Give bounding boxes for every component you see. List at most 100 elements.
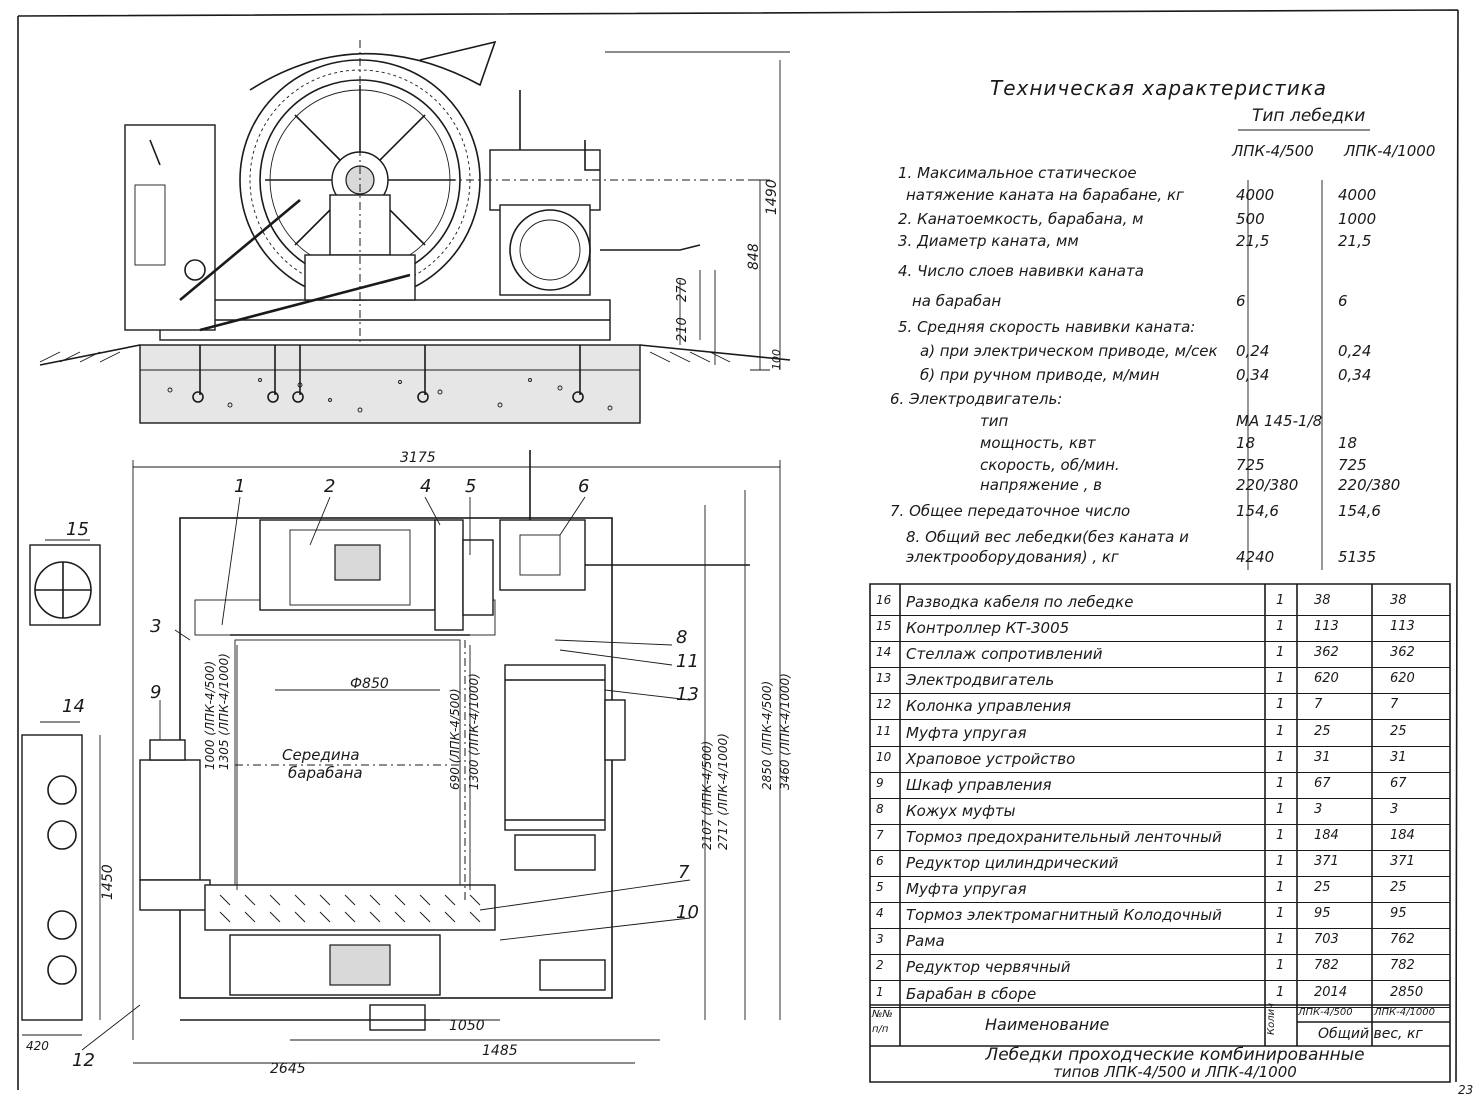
dim-420: 420 bbox=[26, 1039, 49, 1053]
parts-header: №№ п/п Наименование Колич ЛПК-4/500 ЛПК-… bbox=[870, 1003, 1450, 1046]
part-weight-500: 7 bbox=[1314, 697, 1323, 713]
callout-3: 3 bbox=[150, 616, 161, 637]
part-number: 7 bbox=[876, 827, 884, 842]
spec-value-1000: 0,24 bbox=[1338, 342, 1372, 360]
spec-value-1000: 6 bbox=[1338, 292, 1348, 310]
spec-value-500: 18 bbox=[1236, 434, 1256, 452]
spec-value-500: 21,5 bbox=[1236, 232, 1270, 250]
foundation bbox=[139, 344, 641, 424]
part-weight-500: 31 bbox=[1314, 749, 1331, 765]
callout-1: 1 bbox=[234, 476, 245, 497]
part-weight-1000: 362 bbox=[1390, 645, 1415, 661]
part-weight-1000: 38 bbox=[1390, 593, 1407, 608]
spec-row: на барабан 6 6 bbox=[880, 292, 1450, 312]
spec-label: 5. Средняя скорость навивки каната: bbox=[898, 318, 1196, 336]
part-weight-500: 2014 bbox=[1314, 984, 1348, 1000]
dim-100: 100 bbox=[770, 349, 783, 370]
dim-3175: 3175 bbox=[400, 450, 436, 466]
spec-value-1000: 154,6 bbox=[1338, 502, 1381, 520]
spec-row: 5. Средняя скорость навивки каната: bbox=[880, 318, 1450, 338]
part-weight-500: 620 bbox=[1314, 671, 1339, 687]
dim-2717: 2717 (ЛПК-4/1000) bbox=[716, 733, 730, 850]
part-qty: 1 bbox=[1276, 906, 1285, 922]
spec-label: 4. Число слоев навивки каната bbox=[898, 262, 1144, 280]
callout-14: 14 bbox=[62, 696, 85, 717]
specs-type-header: Тип лебедки bbox=[1252, 106, 1366, 126]
spec-label: на барабан bbox=[912, 292, 1002, 310]
specs-col1: ЛПК-4/500 bbox=[1232, 142, 1314, 160]
plan-view: 3175 Ф850 Середина барабана bbox=[62, 450, 792, 1077]
part-number: 4 bbox=[876, 906, 884, 921]
resistor-rack: 1450 420 bbox=[21, 721, 116, 1053]
callout-15: 15 bbox=[66, 519, 89, 540]
callout-13: 13 bbox=[676, 684, 699, 705]
part-qty: 1 bbox=[1276, 984, 1285, 1000]
callout-9: 9 bbox=[150, 682, 161, 703]
dim-1000: 1000 (ЛПК-4/500) bbox=[203, 661, 217, 770]
callout-2: 2 bbox=[324, 476, 335, 497]
dim-848: 848 bbox=[746, 243, 762, 270]
spec-value-1000: 1000 bbox=[1338, 210, 1377, 228]
callout-4: 4 bbox=[420, 476, 431, 497]
spec-value-500: 6 bbox=[1236, 292, 1246, 310]
part-number: 10 bbox=[876, 749, 892, 764]
spec-label: а) при электрическом приводе, м/сек bbox=[920, 342, 1218, 360]
part-weight-500: 67 bbox=[1314, 775, 1331, 791]
part-number: 1 bbox=[876, 984, 884, 999]
part-weight-1000: 3 bbox=[1390, 801, 1399, 817]
side-elevation: 1490 848 270 210 100 bbox=[39, 40, 791, 424]
spec-row: 4. Число слоев навивки каната bbox=[880, 262, 1450, 282]
part-name: Тормоз предохранительный ленточный bbox=[906, 827, 1222, 846]
dim-1050: 1050 bbox=[449, 1018, 485, 1034]
dim-2645: 2645 bbox=[270, 1061, 306, 1077]
part-name: Электродвигатель bbox=[906, 671, 1055, 690]
spec-label: б) при ручном приводе, м/мин bbox=[920, 366, 1160, 384]
parts-header-num: №№ п/п bbox=[872, 1009, 893, 1035]
part-weight-500: 3 bbox=[1314, 801, 1323, 817]
callout-10: 10 bbox=[676, 902, 699, 923]
part-weight-500: 95 bbox=[1314, 906, 1331, 922]
spec-label: 3. Диаметр каната, мм bbox=[898, 232, 1079, 250]
spec-label: электрооборудования) , кг bbox=[906, 548, 1119, 566]
page-number: 23 bbox=[1458, 1083, 1473, 1097]
part-name: Редуктор цилиндрический bbox=[906, 854, 1119, 872]
specs-block: Техническая характеристика Тип лебедки Л… bbox=[880, 72, 1450, 572]
control-cabinet bbox=[139, 759, 201, 881]
spec-value-500: 500 bbox=[1236, 210, 1265, 228]
part-weight-1000: 25 bbox=[1390, 723, 1407, 739]
part-qty: 1 bbox=[1276, 854, 1285, 869]
part-weight-500: 371 bbox=[1314, 854, 1339, 869]
part-name: Шкаф управления bbox=[906, 775, 1052, 794]
spec-label: 2. Канатоемкость, барабана, м bbox=[898, 210, 1144, 228]
part-qty: 1 bbox=[1276, 827, 1285, 843]
dim-3460: 3460 (ЛПК-4/1000) bbox=[778, 673, 792, 790]
parts-table-grid bbox=[870, 584, 1450, 1047]
spec-value-1000: 18 bbox=[1338, 434, 1358, 452]
part-weight-1000: 184 bbox=[1390, 827, 1415, 843]
callout-8: 8 bbox=[676, 627, 687, 648]
part-name: Кожух муфты bbox=[906, 801, 1016, 820]
spec-value-500: 154,6 bbox=[1236, 502, 1279, 520]
spec-row: 6. Электродвигатель: bbox=[880, 390, 1450, 410]
spec-value-1000: 725 bbox=[1338, 456, 1367, 474]
part-number: 9 bbox=[876, 775, 884, 790]
part-qty: 1 bbox=[1276, 958, 1285, 974]
spec-label: 1. Максимальное статическое bbox=[898, 164, 1137, 182]
part-number: 13 bbox=[876, 671, 892, 686]
spec-value-500: МА 145-1/8 bbox=[1236, 412, 1323, 430]
dim-2850: 2850 (ЛПК-4/500) bbox=[760, 681, 774, 790]
dim-1490: 1490 bbox=[764, 179, 780, 215]
part-weight-1000: 67 bbox=[1390, 775, 1407, 791]
spec-label: напряжение , в bbox=[980, 476, 1103, 494]
